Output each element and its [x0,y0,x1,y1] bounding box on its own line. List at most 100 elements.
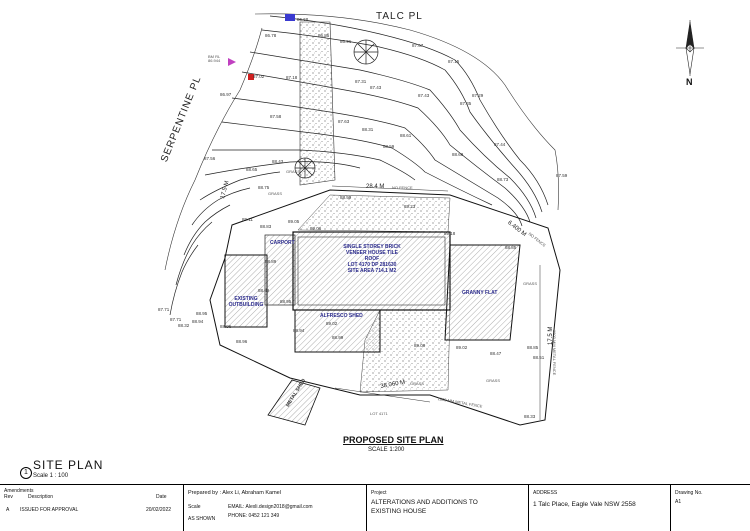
metal-shed-shape [267,379,321,426]
spot-level: 86.97 [220,92,232,97]
spot-level: 89.11 [242,217,253,222]
north-arrow [676,20,704,76]
title-block: Amendments Rev Description Date A ISSUED… [0,484,750,531]
sheet-number-circle: 1 [20,467,32,479]
row-rev: A [6,507,10,513]
grass-label: GRASS [268,191,283,196]
spot-level: 88.33 [524,414,536,419]
spot-level: 87.15 [448,59,460,64]
main-house-label: SINGLE STOREY BRICK VENEER HOUSE TILE RO… [330,244,414,274]
grass-label: GRASS [286,169,301,174]
spot-level: 87.02 [253,74,265,79]
spot-level: 87.67 [412,43,424,48]
carport-label: CARPORT [270,240,295,246]
tree-symbols [294,39,379,179]
lot-boundary [209,189,561,426]
spot-level: 88.51 [533,355,545,360]
spot-level: 88.83 [260,224,272,229]
address-label: ADDRESS [533,490,558,496]
scale-value: AS SHOWN [188,516,216,522]
spot-level: 89.23 [404,204,416,209]
spot-level: 88.68 [452,152,464,157]
outbuilding-line: EXISTING [234,296,258,302]
spot-level: 88.61 [400,133,412,138]
spot-level: 89.00 [414,343,426,348]
spot-level: 89.05 [288,219,300,224]
bm-label: BM RL 86.944 [208,54,221,63]
phone: PHONE: 0452 121 349 [228,513,280,519]
alfresco-shed-label: ALFRESCO SHED [320,313,363,319]
spot-level: 87.71 [158,307,170,312]
amendments-cell: Amendments Rev Description Date A ISSUED… [0,485,183,531]
proposed-site-plan-scale: SCALE 1:200 [368,447,405,453]
house-line: ROOF [364,256,380,262]
spot-level: 88.85 [505,245,517,250]
spot-level: 87.63 [338,119,350,124]
spot-level: 88.95 [196,311,208,316]
proposed-site-plan-title: PROPOSED SITE PLAN [343,435,444,445]
carport-shape [264,234,296,306]
outbuilding-line: OUTBUILDING [228,302,264,308]
site-plan-drawing [164,13,704,426]
spot-level: 89.02 [456,345,468,350]
spot-level: 87.71 [170,317,182,322]
driveway-strip [299,21,336,186]
main-house-shape [292,231,451,311]
existing-outbuilding-shape [224,254,268,328]
project-cell: Project ALTERATIONS AND ADDITIONS TO EXI… [366,485,528,531]
pit-symbol [285,14,295,21]
address-cell: ADDRESS 1 Talc Place, Eagle Vale NSW 255… [528,485,670,531]
spot-level: 88.32 [178,323,190,328]
spot-level: 88.95 [280,299,292,304]
spot-level: 89.02 [326,321,338,326]
amendments-heading: Amendments [4,488,34,494]
spot-level: 87.18 [286,75,298,80]
sheet-title: SITE PLAN [33,458,104,472]
spot-level: 88.75 [258,185,270,190]
prepared-by: Prepared by : Alex Li, Abraham Kamel [188,490,281,496]
col-description: Description [28,494,54,500]
row-date: 20/02/2022 [146,507,172,513]
project-line-2: EXISTING HOUSE [371,508,427,515]
address-value: 1 Talc Place, Eagle Vale NSW 2558 [533,501,636,508]
drawing-number: A1 [675,499,682,505]
drawing-cell: Drawing No. A1 [670,485,750,531]
spot-level: 89.06 [310,226,322,231]
spot-level: 88.73 [497,177,509,182]
row-description: ISSUED FOR APPROVAL [20,507,79,513]
dim-right-note: 1800 MM METAL FENCE [552,330,557,376]
spot-level: 87.56 [204,156,216,161]
project-line-1: ALTERATIONS AND ADDITIONS TO [371,499,478,506]
spot-level: 88.94 [192,319,204,324]
house-line: SINGLE STOREY BRICK [343,244,401,250]
spot-level: 88.89 [258,288,270,293]
spot-level: 86.85 [318,33,330,38]
north-label: N [686,77,693,87]
spot-level: 86.78 [265,33,277,38]
col-rev: Rev [4,494,13,500]
dimension-lines [331,185,541,420]
spot-level: 88.59 [383,144,395,149]
tel-pit-symbol [248,74,254,80]
house-line: LOT 4170 DP 281630 [347,262,397,268]
spot-level: 88.43 [272,159,284,164]
bm-marker [228,58,236,66]
spot-level: 87.44 [494,142,506,147]
spot-level: 88.65 [246,167,258,172]
spot-level: 88.31 [362,127,374,132]
alfresco-shed-shape [294,309,381,353]
grass-label: GRASS [410,381,425,386]
spot-level: 86.91 [340,39,352,44]
spot-level: 88.47 [490,351,502,356]
scale-label: Scale [188,504,201,510]
grass-label: GRASS [486,378,501,383]
spot-level: 88.96 [236,339,248,344]
granny-flat-shape [444,244,521,341]
talc-pl-label: TALC PL [376,11,423,22]
spot-level: 88.85 [527,345,539,350]
dim-top: 28.4 M [366,184,385,190]
spot-level: 87.59 [556,173,568,178]
spot-level: 88.96 [220,324,232,329]
drawing-label: Drawing No. [675,490,703,496]
